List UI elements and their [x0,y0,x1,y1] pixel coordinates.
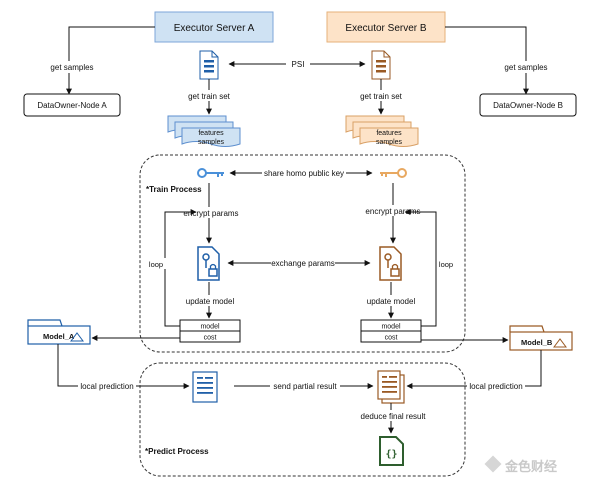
loop-b-arrow [404,209,437,327]
get-samples-a-label: get samples [50,63,93,72]
get-samples-b-arrow [445,26,529,95]
model-a-folder: Model_A [27,319,91,345]
model-b-label: Model_B [521,338,553,347]
model-b-cell: model [381,324,401,331]
send-partial-result-label: send partial result [273,382,337,391]
stack-a-features-label: features [198,130,224,137]
local-prediction-b-label: local prediction [469,382,522,391]
get-samples-a-arrow [66,26,155,95]
stack-a-samples-label: samples [198,139,225,146]
dataowner-a-label: DataOwner-Node A [37,101,107,110]
get-train-set-a-label: get train set [188,92,231,101]
encrypted-params-b-icon [379,246,402,281]
stack-b-features-label: features [376,130,402,137]
model-b-folder: Model_B [509,325,573,351]
executor-server-a-box [154,11,274,43]
watermark-logo: 金色财经 [484,455,557,475]
partial-result-b-doc-icon [377,370,405,404]
update-model-b-label: update model [367,297,416,306]
cost-a-cell: cost [204,335,217,342]
loop-a-arrow [164,209,197,327]
encrypt-b-label: encrypt params [365,207,420,216]
key-a-icon [197,168,224,178]
executor-server-b-box [326,11,446,43]
get-samples-b-label: get samples [504,63,547,72]
train-set-b-file-icon [371,50,391,80]
get-train-set-b-label: get train set [360,92,403,101]
final-result-json-icon: {} [379,436,404,466]
share-key-label: share homo public key [264,169,344,178]
dataowner-b-box [479,93,577,117]
deduce-final-result-label: deduce final result [361,412,427,421]
features-samples-b-stack: features samples [345,115,419,147]
encrypted-params-a-icon [197,246,220,281]
dataowner-b-label: DataOwner-Node B [493,101,563,110]
svg-text:金色财经: 金色财经 [504,459,557,475]
dataowner-a-box [23,93,121,117]
features-samples-a-stack: features samples [167,115,241,147]
local-prediction-a-label: local prediction [80,382,133,391]
local-prediction-a-arrow [57,344,190,389]
local-prediction-b-arrow [406,350,542,389]
train-set-a-file-icon [199,50,219,80]
model-cost-a-table: model cost [179,319,241,343]
executor-server-a-title: Executor Server A [174,23,255,34]
stack-b-samples-label: samples [376,139,403,146]
psi-label: PSI [292,60,305,69]
encrypt-a-label: encrypt params [183,209,238,218]
predict-process-title: *Predict Process [145,447,209,456]
svg-text:{}: {} [385,449,397,460]
model-cost-b-table: model cost [360,319,422,343]
model-a-label: Model_A [43,332,75,341]
partial-result-a-doc-icon [192,371,218,403]
loop-b-label: loop [439,260,453,269]
update-model-a-label: update model [186,297,235,306]
exchange-params-label: exchange params [271,259,335,268]
train-process-region [139,154,466,353]
predict-process-region [139,362,466,477]
key-b-icon [380,168,407,178]
loop-a-label: loop [149,260,163,269]
cost-b-cell: cost [385,335,398,342]
executor-server-b-title: Executor Server B [345,23,426,34]
train-process-title: *Train Process [146,185,202,194]
model-a-cell: model [200,324,220,331]
